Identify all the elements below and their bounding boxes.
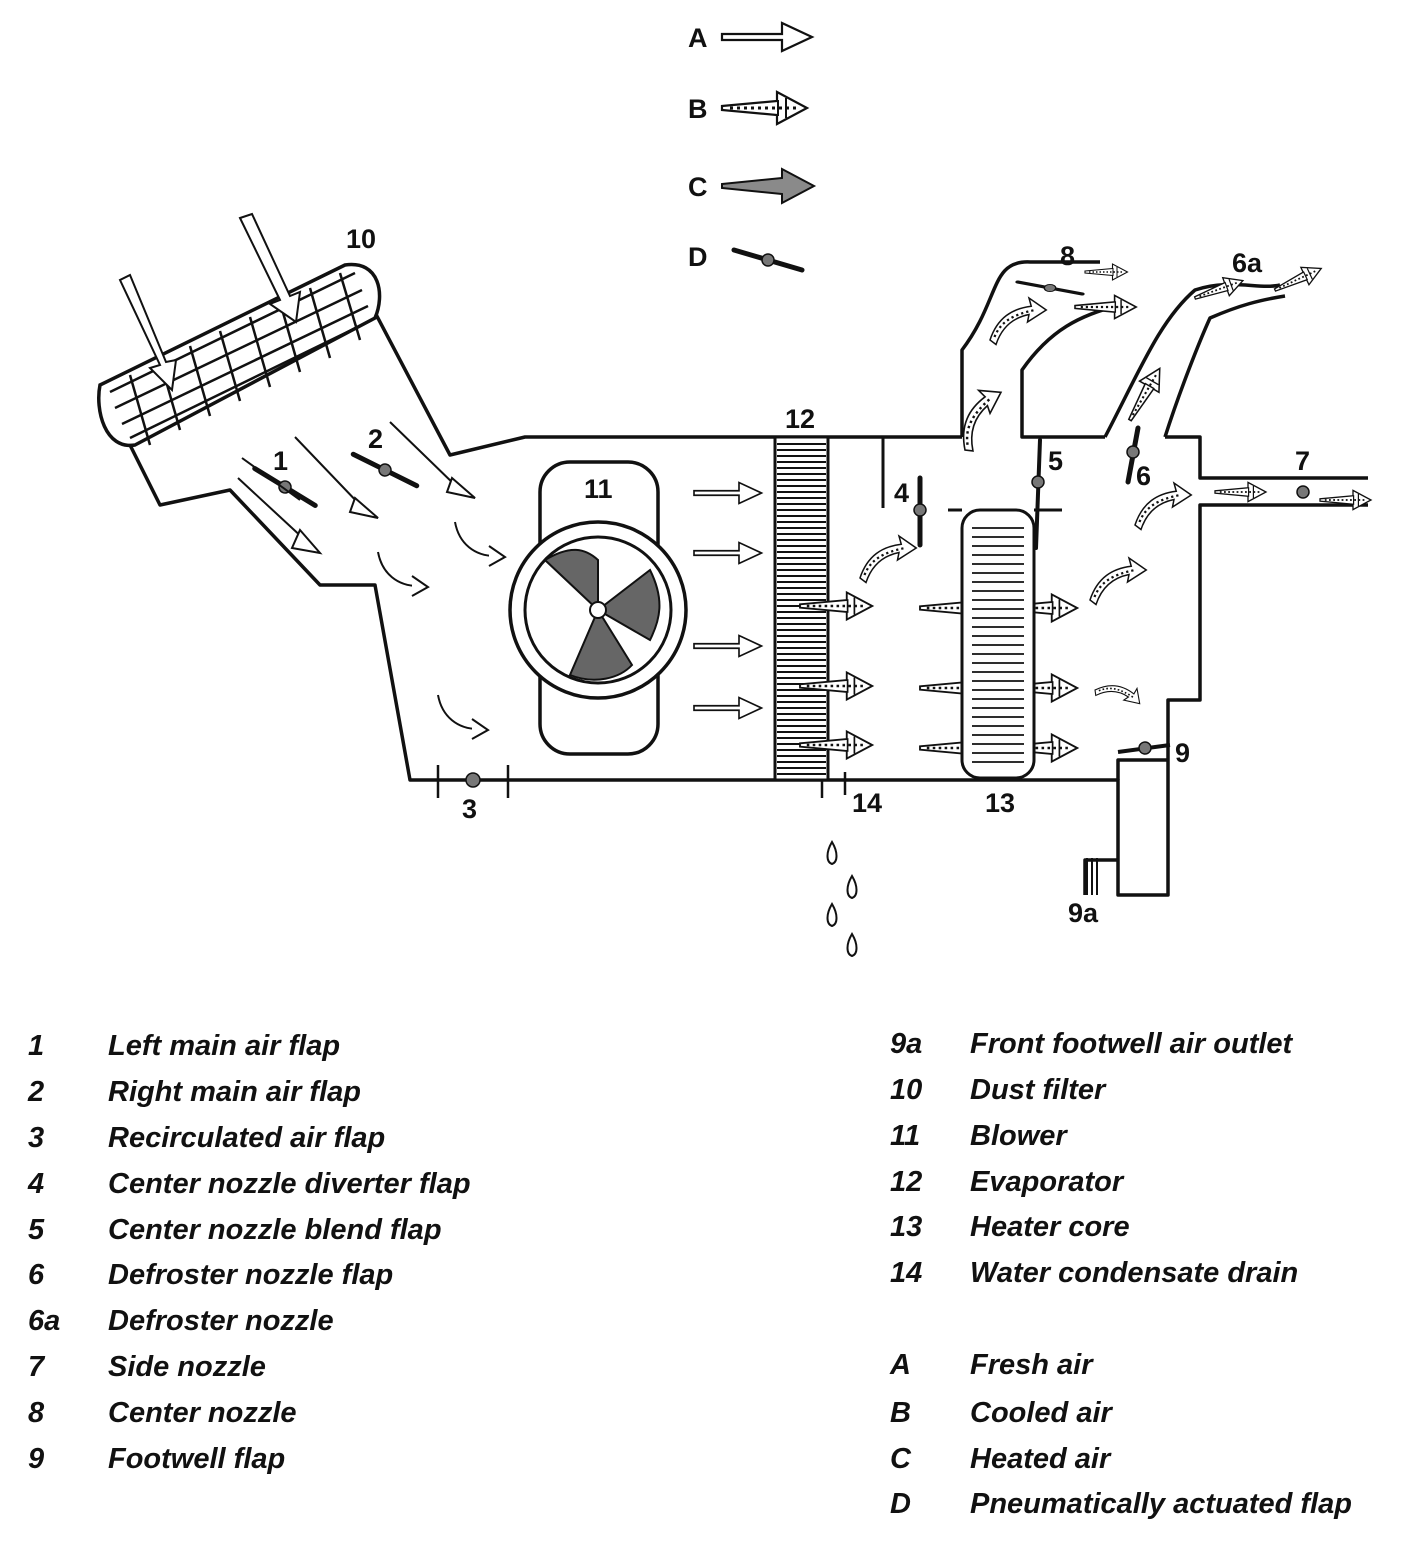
- label-11: 11: [584, 474, 613, 504]
- dust-filter: [97, 262, 382, 447]
- label-5: 5: [1048, 446, 1063, 476]
- key-arrow-heated-air-icon: C: [688, 168, 815, 204]
- key-code-b: B: [688, 94, 708, 124]
- label-9a: 9a: [1068, 898, 1099, 928]
- water-drops-icon: [826, 840, 858, 958]
- label-7: 7: [1295, 446, 1310, 476]
- label-14: 14: [852, 788, 882, 818]
- label-1: 1: [273, 446, 288, 476]
- label-6a: 6a: [1232, 248, 1263, 278]
- label-12: 12: [785, 404, 815, 434]
- key-code-d: D: [688, 242, 708, 272]
- label-13: 13: [985, 788, 1015, 818]
- label-2: 2: [368, 424, 383, 454]
- label-6: 6: [1136, 461, 1151, 491]
- label-8: 8: [1060, 241, 1075, 271]
- label-3: 3: [462, 794, 477, 824]
- housing-outline: [128, 260, 1368, 897]
- blower: [508, 460, 688, 756]
- label-10: 10: [346, 224, 376, 254]
- label-4: 4: [894, 478, 909, 508]
- key-code-c: C: [688, 172, 708, 202]
- hvac-airflow-diagram: A B C D: [97, 21, 1372, 958]
- key-code-a: A: [688, 23, 708, 53]
- key-flap-icon: D: [688, 242, 802, 272]
- key-arrow-cooled-air-icon: B: [688, 90, 809, 126]
- key-arrow-fresh-air-icon: A: [688, 21, 814, 53]
- label-9: 9: [1175, 738, 1190, 768]
- heater-core: [960, 508, 1036, 780]
